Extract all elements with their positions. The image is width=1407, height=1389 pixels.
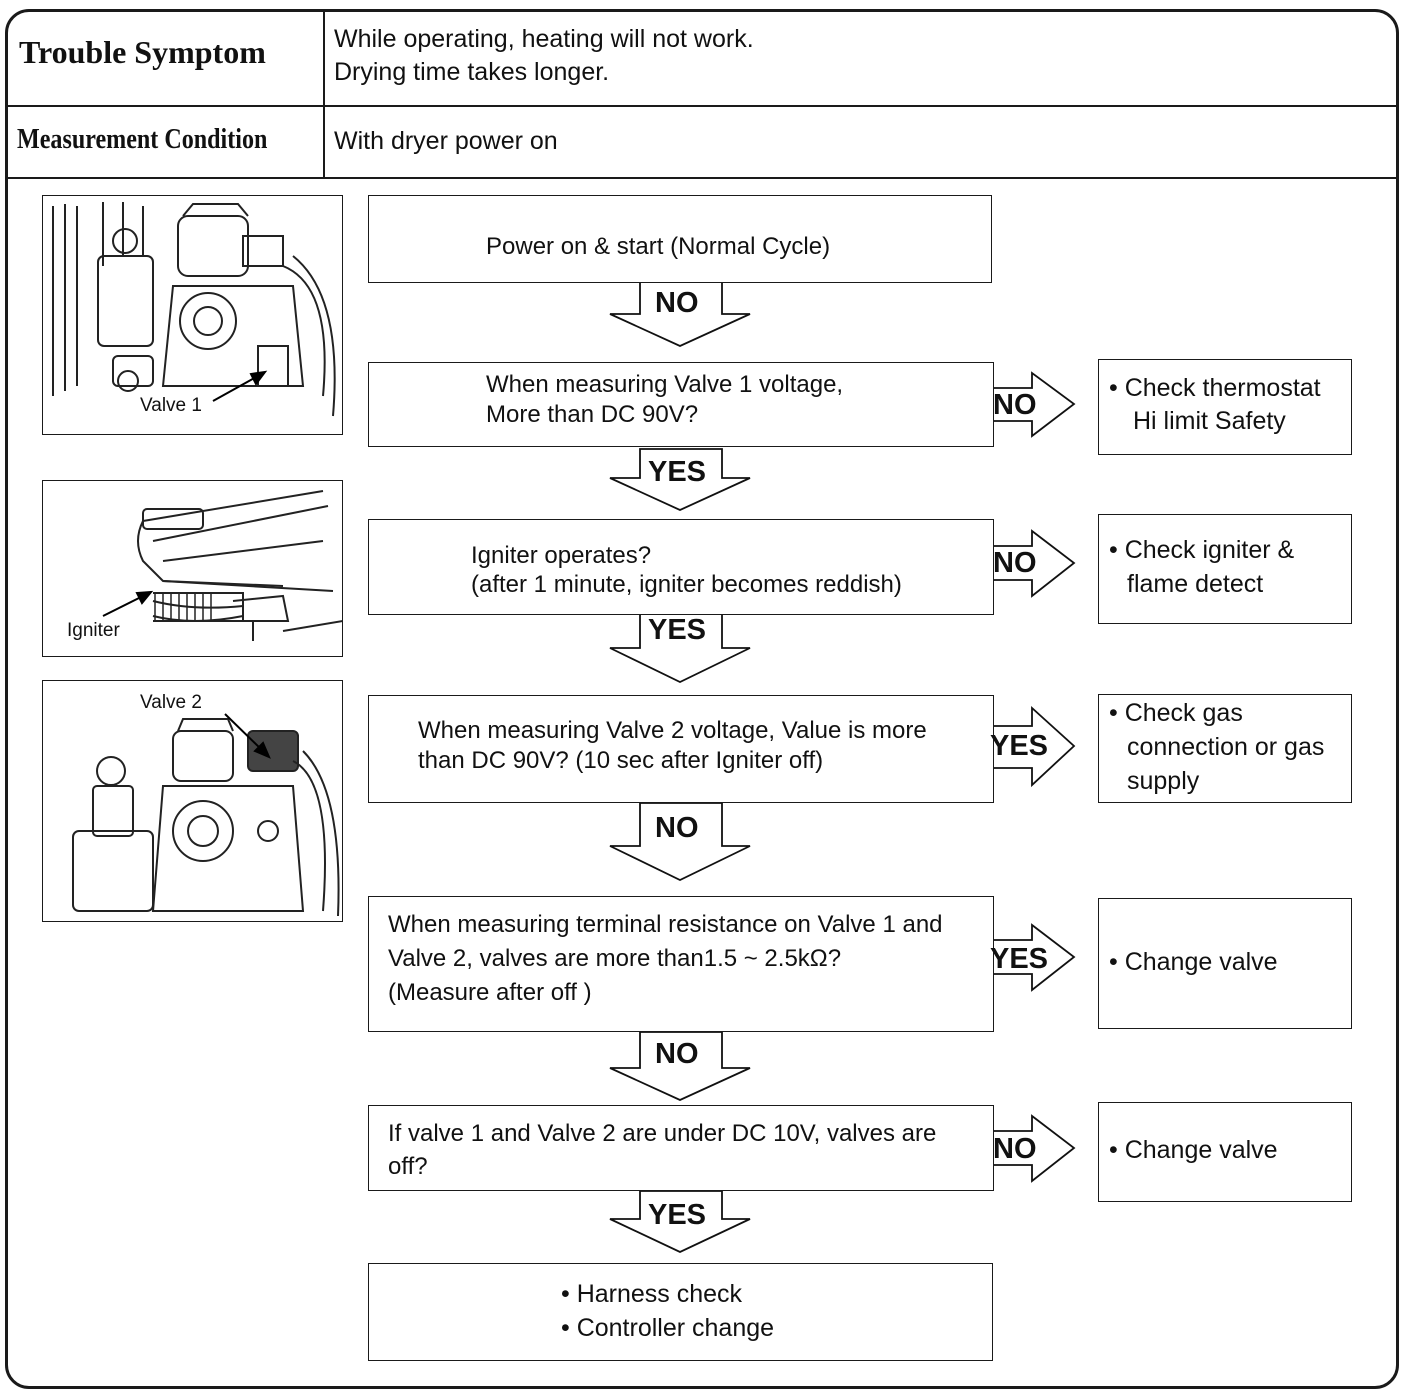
result4-box (1098, 694, 1352, 803)
step2-box (368, 362, 994, 447)
result5-text: • Change valve (1109, 948, 1278, 976)
step6-line2: off? (388, 1153, 428, 1180)
down-arrow-2 (609, 448, 751, 511)
step1-box (368, 195, 992, 283)
down-arrow-5 (609, 1031, 751, 1101)
trouble-symptom-label: Trouble Symptom (19, 34, 266, 70)
result3-line1: • Check igniter & (1109, 536, 1295, 564)
step3-line1: Igniter operates? (471, 542, 652, 569)
final-line2: • Controller change (561, 1314, 775, 1342)
right-arrow-5 (992, 923, 1076, 992)
valve1-label: Valve 1 (138, 395, 204, 417)
step4-box (368, 695, 994, 803)
right-arrow-2 (992, 371, 1076, 438)
valve2-label: Valve 2 (138, 692, 204, 714)
step5-line3: (Measure after off ) (388, 979, 592, 1006)
result6-box (1098, 1102, 1352, 1202)
header-divider-1 (7, 105, 1399, 107)
result3-box (1098, 514, 1352, 624)
down-arrow-1 (609, 281, 751, 347)
valve1-photo: Valve 1 (42, 195, 343, 435)
right-arrow-6 (992, 1114, 1076, 1183)
answer-5-down: NO (655, 1038, 699, 1070)
down-arrow-6 (609, 1190, 751, 1253)
measurement-condition-value: With dryer power on (334, 127, 558, 155)
igniter-drawing (102, 490, 342, 641)
valve2-photo: Valve 2 (42, 680, 343, 922)
valve1-drawing (52, 202, 336, 417)
down-arrow-4 (609, 802, 751, 882)
trouble-symptom-line2: Drying time takes longer. (334, 58, 610, 86)
step5-line2: Valve 2, valves are more than1.5 ~ 2.5kΩ… (388, 945, 842, 972)
header-column-divider (323, 11, 325, 178)
step5-box (368, 896, 994, 1032)
right-arrow-4 (992, 705, 1076, 788)
right-arrow-3 (992, 529, 1076, 598)
trouble-symptom-line1: While operating, heating will not work. (334, 25, 754, 53)
answer-3-down: YES (648, 614, 707, 646)
final-line1: • Harness check (561, 1280, 743, 1308)
answer-2-down: YES (648, 456, 707, 488)
header-divider-2 (7, 177, 1399, 179)
igniter-photo: Igniter (42, 480, 343, 657)
result2-box (1098, 359, 1352, 455)
step6-box (368, 1105, 994, 1191)
answer-6-down: YES (648, 1199, 707, 1231)
answer-1: NO (655, 287, 699, 319)
step4-line1: When measuring Valve 2 voltage, Value is… (418, 717, 927, 744)
result4-line1: • Check gas (1109, 699, 1243, 727)
step6-line1: If valve 1 and Valve 2 are under DC 10V,… (388, 1120, 937, 1147)
step2-line1: When measuring Valve 1 voltage, (486, 371, 844, 398)
final-box (368, 1263, 993, 1361)
result5-box (1098, 898, 1352, 1029)
step5-line1: When measuring terminal resistance on Va… (388, 911, 943, 938)
step3-line2: (after 1 minute, igniter becomes reddish… (471, 571, 902, 598)
result6-text: • Change valve (1109, 1136, 1278, 1164)
down-arrow-3 (609, 613, 751, 684)
result3-line2: flame detect (1127, 570, 1264, 598)
answer-4-right: YES (990, 730, 1049, 762)
result4-line2: connection or gas (1127, 733, 1325, 761)
result4-line3: supply (1127, 767, 1200, 795)
step1-text: Power on & start (Normal Cycle) (486, 233, 831, 260)
answer-2-right: NO (993, 389, 1037, 421)
step3-box (368, 519, 994, 615)
answer-5-right: YES (990, 943, 1049, 975)
step2-line2: More than DC 90V? (486, 401, 699, 428)
igniter-label: Igniter (65, 620, 122, 642)
result2-line2: Hi limit Safety (1133, 407, 1286, 435)
answer-3-right: NO (993, 547, 1037, 579)
valve2-drawing (72, 713, 340, 917)
step4-line2: than DC 90V? (10 sec after Igniter off) (418, 747, 824, 774)
answer-6-right: NO (993, 1133, 1037, 1165)
result2-line1: • Check thermostat (1109, 374, 1321, 402)
measurement-condition-label: Measurement Condition (17, 124, 268, 155)
answer-4-down: NO (655, 812, 699, 844)
